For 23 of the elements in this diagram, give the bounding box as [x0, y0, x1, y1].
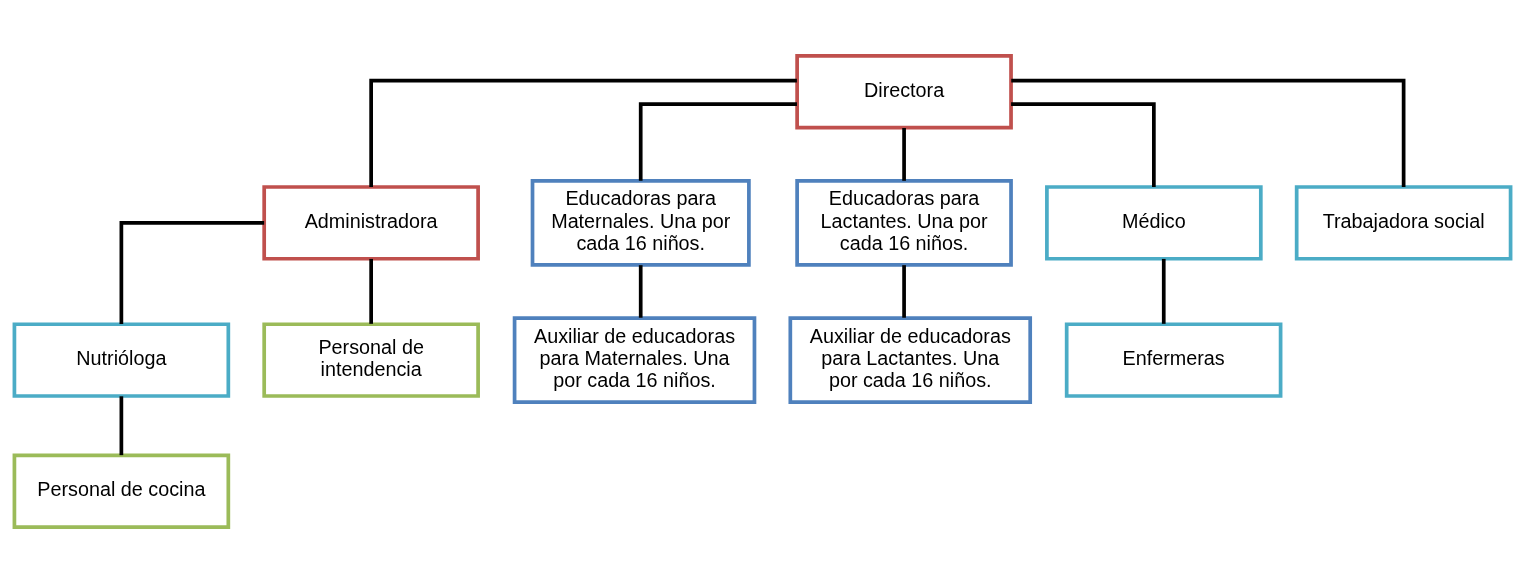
- connector: [119, 221, 265, 325]
- node-box: Enfermeras: [1064, 322, 1283, 398]
- connector: [369, 78, 797, 187]
- connector: [1011, 78, 1406, 187]
- node-box: Personal de intendencia: [262, 322, 480, 398]
- node-box: Directora: [795, 54, 1013, 130]
- connector: [119, 396, 124, 456]
- node-box: Trabajadora social: [1294, 185, 1513, 261]
- connector: [902, 265, 906, 318]
- node-box: Administradora: [262, 185, 480, 261]
- connector: [1011, 102, 1156, 187]
- node-box: Auxiliar de educadoras para Lactantes. Una por cada 16 niños.: [788, 316, 1033, 405]
- node-box: Nutrióloga: [12, 322, 231, 398]
- connector: [638, 102, 797, 181]
- connector: [369, 258, 373, 324]
- node-box: Personal de cocina: [12, 453, 231, 529]
- node-box: Educadoras para Lactantes. Una por cada 16 niños.: [795, 178, 1013, 267]
- connector: [1161, 258, 1166, 324]
- node-box: Médico: [1045, 185, 1263, 261]
- node-box: Educadoras para Maternales. Una por cada 16 niños.: [530, 178, 751, 267]
- connector: [902, 127, 906, 181]
- node-box: Auxiliar de educadoras para Maternales. Una por cada 16 niños.: [512, 316, 757, 405]
- connector: [638, 265, 643, 318]
